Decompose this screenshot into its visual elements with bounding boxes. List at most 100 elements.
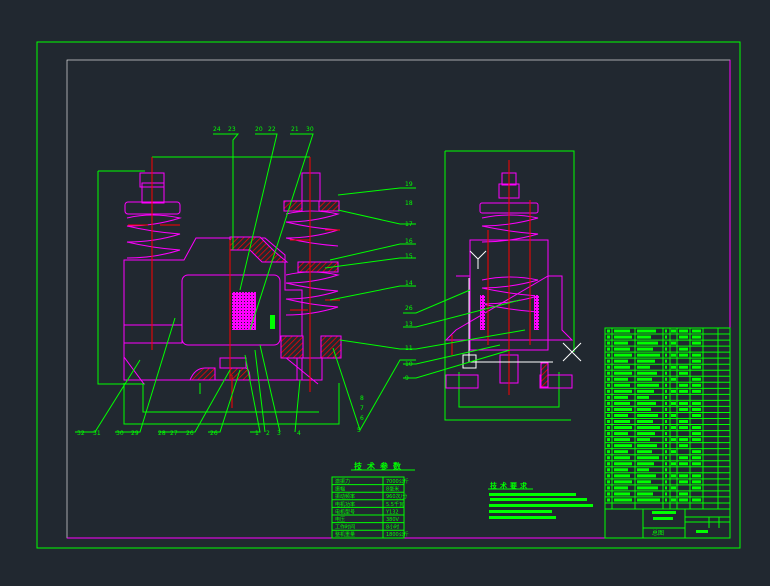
part-weight-mark (679, 438, 688, 442)
part-material-mark (671, 474, 676, 478)
part-code-mark (614, 480, 632, 484)
leader-label: 1 (255, 430, 259, 437)
part-name-mark (637, 420, 653, 424)
part-note-mark (692, 462, 701, 466)
part-note-mark (692, 353, 701, 357)
part-qty-mark (665, 389, 667, 393)
leader-label: 4 (297, 430, 301, 437)
part-number-mark (607, 438, 610, 442)
part-number-mark (607, 401, 610, 405)
leader-label: 29 (131, 430, 139, 437)
part-name-mark (637, 432, 655, 436)
part-qty-mark (665, 438, 667, 442)
part-note-mark (692, 413, 701, 417)
part-name-mark (637, 365, 650, 369)
part-number-mark (607, 407, 610, 411)
part-weight-mark (679, 347, 688, 351)
part-code-mark (614, 359, 628, 363)
leader-label: 14 (405, 280, 413, 287)
spec-value: 960次/分 (386, 493, 407, 500)
outer-frame (36, 41, 741, 549)
part-note-mark (692, 407, 701, 411)
part-weight-mark (679, 401, 688, 405)
part-name-mark (637, 383, 659, 387)
leader-label: 16 (405, 238, 413, 245)
leader-label: 27 (170, 430, 178, 437)
part-weight-mark (679, 365, 688, 369)
part-name-mark (637, 407, 651, 411)
part-number-mark (607, 468, 610, 472)
part-note-mark (692, 486, 701, 490)
spec-value: 1800公斤 (386, 531, 409, 538)
part-qty-mark (665, 407, 667, 411)
leader-label: 13 (405, 321, 413, 328)
spec-label: 工作时间 (335, 524, 355, 531)
part-weight-mark (679, 420, 688, 424)
part-qty-mark (665, 347, 667, 351)
part-number-mark (607, 335, 610, 339)
part-number-mark (607, 365, 610, 369)
top-labels: 24 23 20 22 21 30 (213, 126, 314, 133)
part-number-mark (607, 359, 610, 363)
part-note-mark (692, 498, 701, 502)
part-note-mark (692, 383, 701, 387)
bottom-labels: 32 31 30 29 28 27 26 26 1 2 3 4 (77, 430, 301, 437)
part-number-mark (607, 341, 610, 345)
part-qty-mark (665, 468, 667, 472)
part-name-mark (637, 474, 656, 478)
part-name-mark (637, 395, 649, 399)
part-qty-mark (665, 371, 667, 375)
part-material-mark (671, 401, 676, 405)
part-qty-mark (665, 498, 667, 502)
leader-label: 2 (266, 430, 270, 437)
part-qty-mark (665, 426, 667, 430)
part-name-mark (637, 389, 654, 393)
part-material-mark (671, 462, 676, 466)
part-name-mark (637, 341, 658, 345)
leader-label: 26 (186, 430, 194, 437)
part-number-mark (607, 474, 610, 478)
part-note-mark (692, 359, 701, 363)
part-name-mark (637, 401, 656, 405)
part-material-mark (671, 365, 676, 369)
part-material-mark (671, 438, 676, 442)
part-number-mark (607, 413, 610, 417)
leader-label: 23 (228, 126, 236, 133)
part-note-mark (692, 456, 701, 460)
part-number-mark (607, 480, 610, 484)
part-qty-mark (665, 420, 667, 424)
part-number-mark (607, 353, 610, 357)
part-weight-mark (679, 335, 688, 339)
part-code-mark (614, 341, 628, 345)
part-weight-mark (679, 462, 688, 466)
part-code-mark (614, 365, 630, 369)
leader-label: 24 (213, 126, 221, 133)
part-name-mark (637, 468, 649, 472)
part-material-mark (671, 486, 676, 490)
part-weight-mark (679, 498, 688, 502)
part-code-mark (614, 444, 632, 448)
part-qty-mark (665, 359, 667, 363)
part-code-mark (614, 413, 628, 417)
part-name-mark (637, 480, 651, 484)
leader-label: 26 (210, 430, 218, 437)
part-name-mark (637, 371, 657, 375)
part-weight-mark (679, 407, 688, 411)
part-name-mark (637, 438, 650, 442)
part-number-mark (607, 377, 610, 381)
leader-label: 11 (405, 345, 413, 352)
part-code-mark (614, 438, 630, 442)
spec-value: 8小时 (386, 524, 399, 531)
leader-label: 30 (306, 126, 314, 133)
part-code-mark (614, 498, 632, 502)
part-name-mark (637, 486, 658, 490)
side-view (444, 150, 582, 421)
part-number-mark (607, 371, 610, 375)
part-code-mark (614, 389, 632, 393)
leader-lines (75, 133, 526, 433)
part-name-mark (637, 347, 653, 351)
leader-label: 3 (277, 430, 281, 437)
spec-value: Y132 (385, 509, 399, 515)
part-number-mark (607, 450, 610, 454)
